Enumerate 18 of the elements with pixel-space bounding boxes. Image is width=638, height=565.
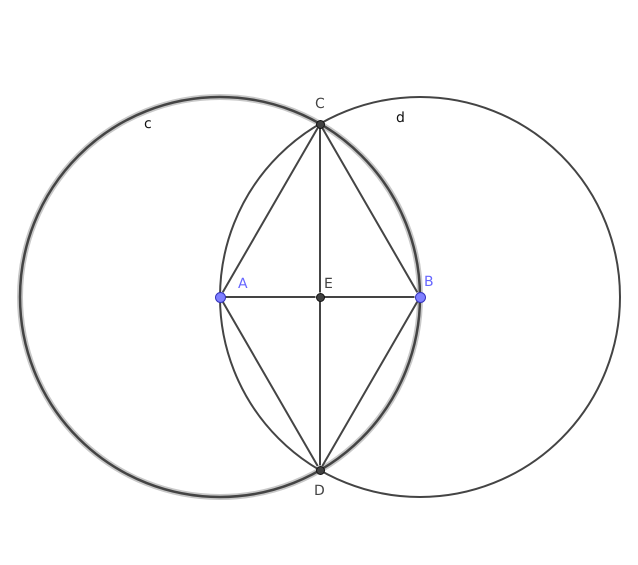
point-label: D (314, 483, 325, 499)
line-segment (321, 127, 418, 293)
line-segment (222, 127, 319, 293)
point-label: E (324, 276, 333, 292)
point-label: C (315, 96, 325, 112)
line-segment (321, 301, 418, 467)
point-label: A (238, 276, 248, 292)
line-segment (319, 128, 321, 292)
line-segment (324, 296, 414, 298)
circle-label: c (144, 116, 152, 132)
line-segment (319, 302, 321, 466)
point-dot (214, 292, 226, 302)
circle-label: d (396, 110, 405, 126)
line-segment (226, 296, 316, 298)
point-dot (414, 292, 426, 302)
line-segment (222, 301, 319, 467)
point-dot (316, 292, 324, 302)
point-label: B (424, 274, 434, 290)
